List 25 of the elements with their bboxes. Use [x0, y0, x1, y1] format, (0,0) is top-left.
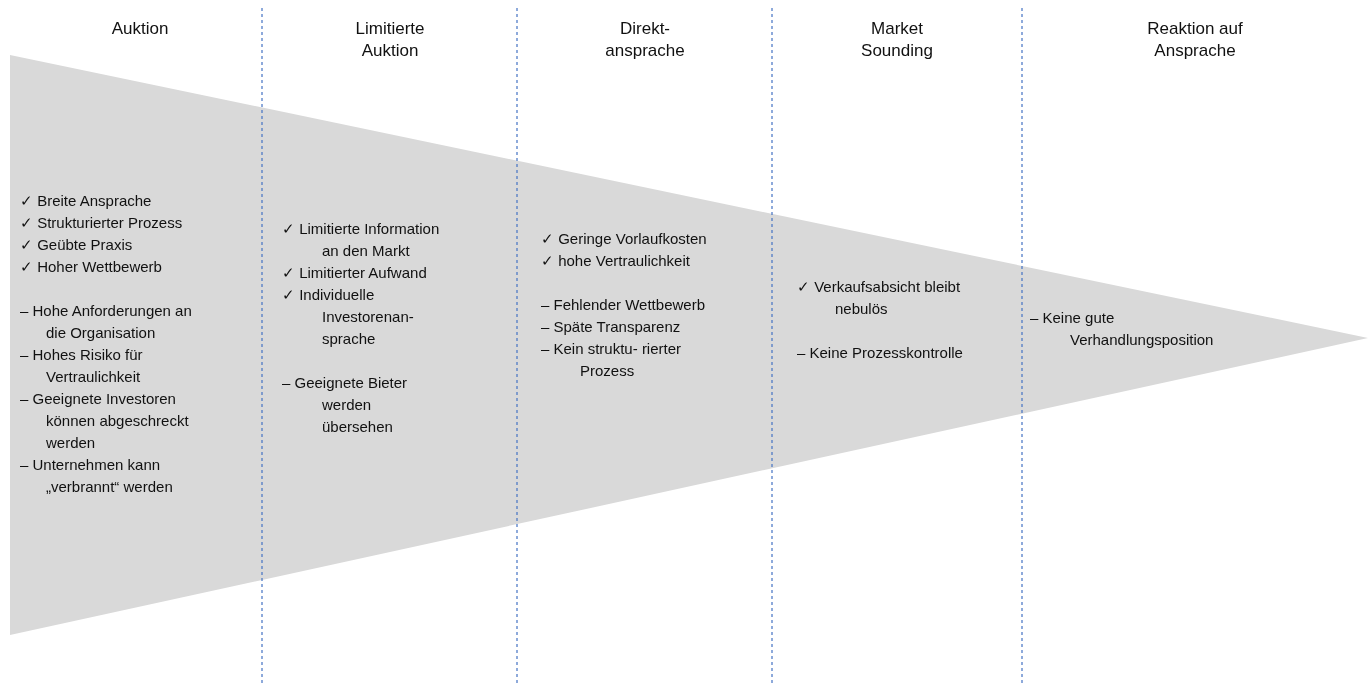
list-item: – Fehlender Wettbewerb [541, 295, 706, 315]
list-item: – Späte Transparenz [541, 317, 682, 337]
list-item: – Hohe Anforderungen an die Organisation [20, 301, 193, 343]
list-item: ✓ Breite Ansprache [20, 191, 153, 211]
column-heading: Reaktion auf Ansprache [1146, 18, 1244, 62]
list-item: ✓ Verkaufsabsicht bleibt nebulös [797, 277, 962, 319]
list-item: – Kein struktu- rierter Prozess [541, 339, 683, 381]
list-item: – Unternehmen kann „verbrannt“ werden [20, 455, 174, 497]
list-item: ✓ Hoher Wettbewerb [20, 257, 163, 277]
column-heading: Limitierte Auktion [354, 18, 426, 62]
column-heading: Auktion [110, 18, 170, 40]
list-item: ✓ Strukturierter Prozess [20, 213, 184, 233]
column-heading: Market Sounding [860, 18, 934, 62]
list-item: – Keine gute Verhandlungsposition [1030, 308, 1215, 350]
list-item: – Hohes Risiko für Vertraulichkeit [20, 345, 144, 387]
list-item: ✓ hohe Vertraulichkeit [541, 251, 691, 271]
list-item: ✓ Geübte Praxis [20, 235, 134, 255]
list-item: – Geeignete Investoren können abgeschreckt werden [20, 389, 190, 453]
list-item: ✓ Limitierter Aufwand [282, 263, 428, 283]
list-item: – Geeignete Bieter werden übersehen [282, 373, 409, 437]
list-item: ✓ Limitierte Information an den Markt [282, 219, 441, 261]
column-heading: Direkt- ansprache [604, 18, 686, 62]
list-item: ✓ Geringe Vorlaufkosten [541, 229, 708, 249]
list-item: ✓ Individuelle Investorenan- sprache [282, 285, 415, 349]
list-item: – Keine Prozesskontrolle [797, 343, 964, 363]
